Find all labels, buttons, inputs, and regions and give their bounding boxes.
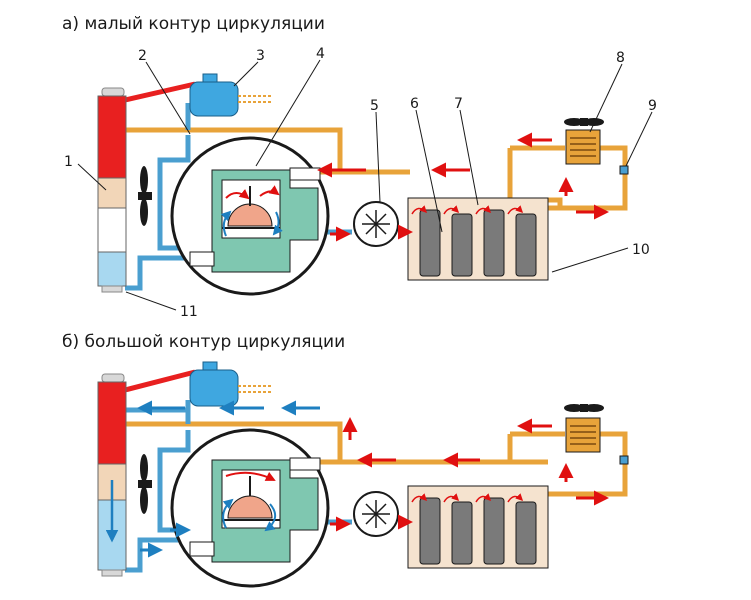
callout-3: 3: [256, 48, 265, 64]
overflow-hose: [124, 81, 196, 103]
heater-valve-b: [619, 455, 629, 465]
expansion-tank: [189, 73, 272, 117]
overflow-hose-b: [124, 369, 196, 393]
thermostat-b: [170, 428, 330, 588]
engine-block: [407, 197, 549, 281]
heater-valve: [619, 165, 629, 175]
heater-fan-icon-b: [564, 404, 604, 412]
callout-11: 11: [180, 304, 198, 320]
thermostat: [170, 136, 330, 296]
flow-arrows: [317, 132, 609, 242]
callout-5: 5: [370, 98, 379, 114]
water-pump-b: [353, 491, 399, 537]
callout-2: 2: [138, 48, 147, 64]
engine-block-b: [407, 485, 549, 569]
leader-lines: [77, 59, 653, 311]
water-pump: [353, 201, 399, 247]
heater-core: [564, 118, 604, 165]
panel-b-title: б) большой контур циркуляции: [62, 332, 346, 352]
radiator-b: [97, 373, 127, 577]
callout-1: 1: [64, 154, 73, 170]
fan-icon-b: [138, 454, 152, 514]
panel-a-title: а) малый контур циркуляции: [62, 14, 325, 34]
heater-core-b: [564, 404, 604, 453]
callout-4: 4: [316, 46, 325, 62]
callout-10: 10: [632, 242, 650, 258]
expansion-tank-b: [189, 361, 272, 407]
callout-labels: 1 2 3 4 5 6 7 8 9 10 11: [64, 46, 657, 320]
panel-b-diagram: [97, 361, 629, 588]
callout-8: 8: [616, 50, 625, 66]
radiator: [97, 87, 127, 293]
callout-6: 6: [410, 96, 419, 112]
callout-7: 7: [454, 96, 463, 112]
flow-arrows-b: [137, 400, 609, 558]
callout-9: 9: [648, 98, 657, 114]
panel-a-diagram: 1 2 3 4 5 6 7 8 9 10 11: [64, 46, 657, 320]
heater-fan-icon: [564, 118, 604, 126]
fan-icon: [138, 166, 152, 226]
